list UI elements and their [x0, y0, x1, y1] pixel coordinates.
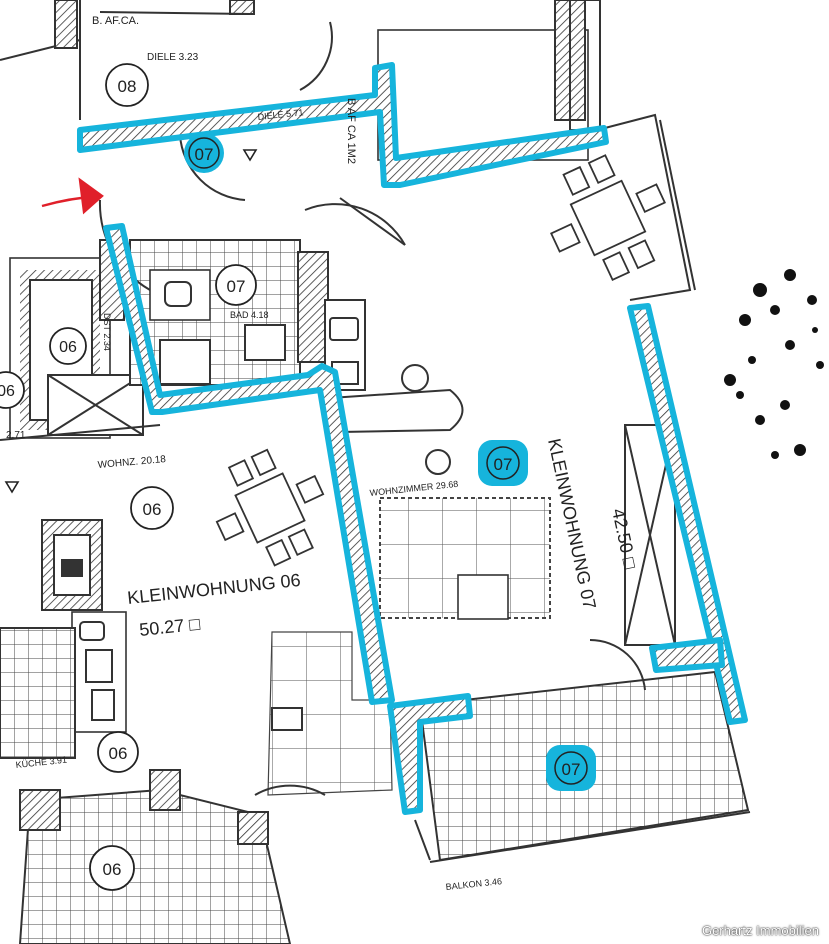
label-diele-07: DIELE 5.71 [257, 107, 304, 122]
label-diele-upper: DIELE 3.23 [147, 52, 199, 63]
badge-07-living: 07 [478, 440, 528, 486]
level-marker-icon [4, 149, 258, 494]
svg-text:06: 06 [103, 860, 122, 879]
tree-shrub [724, 269, 824, 459]
svg-text:06: 06 [109, 744, 128, 763]
dining-table-icon [215, 154, 666, 567]
badge-06-living: 06 [130, 486, 174, 530]
watermark: Gerhartz Immobilien [701, 923, 819, 938]
svg-text:07: 07 [494, 455, 513, 474]
svg-text:06: 06 [59, 339, 77, 356]
label-bafca-top: B. AF.CA. [92, 15, 139, 27]
badge-06-left: 06 [49, 327, 87, 365]
label-dst: DST 2.34 [102, 313, 112, 351]
svg-text:07: 07 [562, 760, 581, 779]
badge-08: 08 [105, 63, 149, 107]
svg-text:06: 06 [143, 500, 162, 519]
label-level-small: 2.71 [6, 430, 26, 441]
badge-07-hall: 07 [184, 133, 224, 173]
badge-06-kitchen: 06 [97, 731, 139, 773]
badge-06-balcony: 06 [89, 845, 135, 891]
svg-text:07: 07 [227, 277, 246, 296]
badge-06-edge: 06 [0, 371, 25, 409]
badge-07-bath: 07 [215, 264, 257, 306]
unit-badges: 07 07 07 07 08 06 06 06 [0, 63, 596, 891]
arrow-icon [41, 177, 104, 215]
badge-07-balcony: 07 [546, 745, 596, 791]
svg-text:08: 08 [118, 77, 137, 96]
label-bafca-vert: B AF CA 1M2 [345, 98, 357, 164]
unit-07-outline [77, 62, 748, 815]
label-bad: BAD 4.18 [230, 310, 269, 320]
svg-text:07: 07 [195, 145, 214, 164]
svg-text:06: 06 [0, 383, 15, 400]
